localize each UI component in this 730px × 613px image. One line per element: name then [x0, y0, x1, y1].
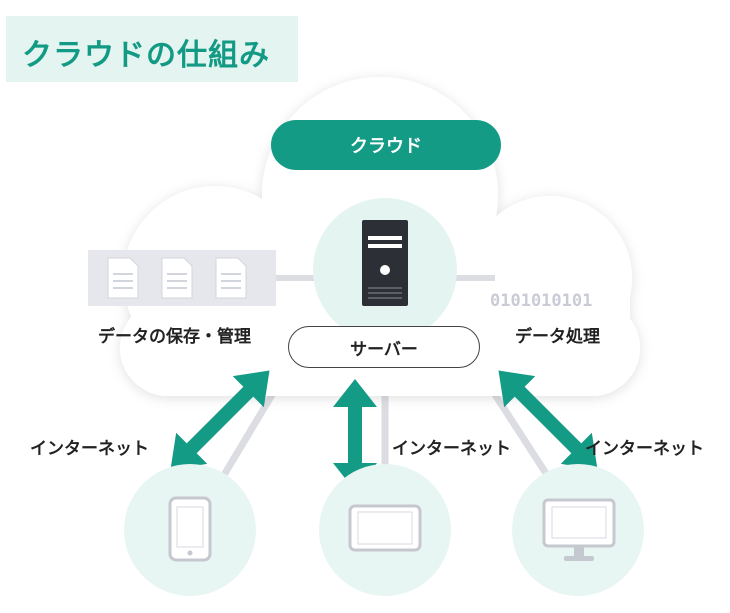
internet-label-right: インターネット — [585, 439, 704, 459]
laptop-icon — [348, 504, 422, 552]
document-icon — [215, 257, 247, 299]
binary-data-graphic: 0101010101 0101010101 0101010101 — [490, 246, 630, 316]
title-banner — [6, 16, 298, 82]
storage-block — [88, 250, 276, 306]
cloud-label-pill: クラウド — [271, 120, 501, 170]
monitor-icon — [542, 498, 616, 561]
document-icon — [107, 257, 139, 299]
internet-arrow-left — [170, 370, 270, 470]
server-label-pill: サーバー — [288, 326, 480, 368]
binary-line: 0101010101 — [490, 291, 593, 311]
server-icon — [362, 220, 408, 306]
internet-label-center: インターネット — [392, 439, 511, 459]
document-icon — [161, 257, 193, 299]
internet-label-left: インターネット — [30, 439, 149, 459]
page-title: クラウドの仕組み — [22, 38, 270, 73]
internet-arrow-right — [498, 370, 598, 470]
tablet-icon — [168, 496, 212, 562]
storage-label: データの保存・管理 — [98, 327, 251, 347]
processing-label: データ処理 — [515, 327, 600, 347]
